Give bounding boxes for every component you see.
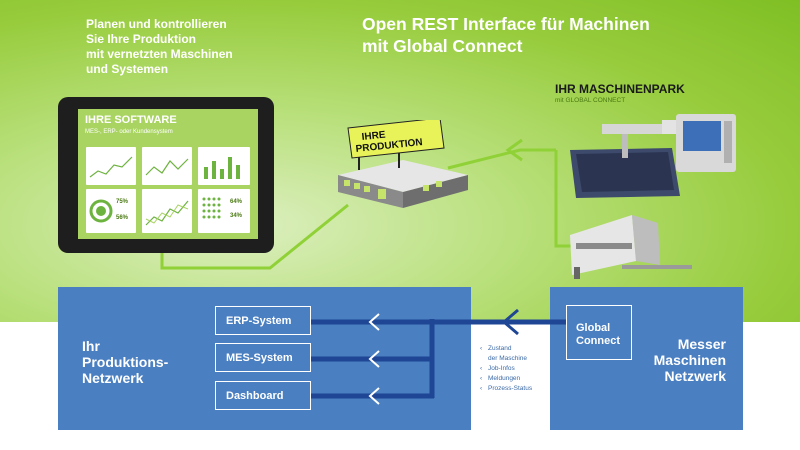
dashboard-chart-card <box>86 147 136 185</box>
label-line: Messer <box>677 336 726 352</box>
kpi-value: 75% <box>116 199 129 205</box>
headline: Open REST Interface für Machinen mit Glo… <box>362 13 650 57</box>
intro-text: Planen und kontrollieren Sie Ihre Produk… <box>86 17 306 77</box>
headline-line: mit Global Connect <box>362 36 523 56</box>
data-items-list: ‹Zustand der Maschine ‹Job-Infos ‹Meldun… <box>480 344 532 394</box>
dashboard-box: Dashboard <box>215 381 311 410</box>
global-connect-box: Global Connect <box>566 305 632 360</box>
headline-line: Open REST Interface für Machinen <box>362 14 650 34</box>
cutting-machine-illustration <box>570 114 736 198</box>
list-item: ‹Job-Infos <box>480 365 515 372</box>
kpi-value: 34% <box>230 213 243 219</box>
dashboard-label: Dashboard <box>226 389 284 402</box>
factory-illustration: IHRE PRODUKTION <box>338 120 468 208</box>
list-item: ‹Meldungen <box>480 375 521 382</box>
chevron-left-icon: ‹ <box>480 365 483 372</box>
erp-system-label: ERP-System <box>226 314 292 327</box>
factory-sign-line: IHRE <box>361 130 386 143</box>
dashboard-bar-card <box>198 147 250 185</box>
kpi-value: 64% <box>230 199 243 205</box>
intro-line: Sie Ihre Produktion <box>86 32 197 46</box>
software-title: IHRE SOFTWARE <box>85 114 177 126</box>
label-line: Maschinen <box>653 352 726 368</box>
gc-line: Connect <box>576 335 620 347</box>
intro-line: mit vernetzten Maschinen <box>86 47 233 61</box>
intro-line: Planen und kontrollieren <box>86 17 227 31</box>
mes-system-label: MES-System <box>226 351 293 364</box>
machine-network-label: Messer Maschinen Netzwerk <box>644 336 726 384</box>
tablet-illustration: IHRE SOFTWARE MES-, ERP- oder Kundensyst… <box>58 97 274 253</box>
erp-system-box: ERP-System <box>215 306 311 335</box>
label-line: Produktions- <box>82 354 169 370</box>
mes-system-box: MES-System <box>215 343 311 372</box>
chevron-left-icon: ‹ <box>480 375 483 382</box>
gc-line: Global <box>576 322 611 334</box>
machine-park-title: IHR MASCHINENPARK <box>555 82 685 96</box>
chevron-left-icon: ‹ <box>480 345 483 352</box>
dashboard-chart-card <box>142 189 192 233</box>
dashboard-kpi-card: 75% 56% <box>86 189 136 233</box>
list-item: ‹Zustand <box>480 345 512 352</box>
list-item: ‹Prozess-Status <box>480 385 533 392</box>
machine-park-subtitle: mit GLOBAL CONNECT <box>555 97 626 104</box>
tablet-screen: IHRE SOFTWARE MES-, ERP- oder Kundensyst… <box>78 109 258 239</box>
list-item-continuation: der Maschine <box>488 355 528 362</box>
chevron-left-icon: ‹ <box>480 385 483 392</box>
label-line: Ihr <box>82 338 100 354</box>
intro-line: und Systemen <box>86 62 169 76</box>
label-line: Netzwerk <box>664 368 726 384</box>
label-line: Netzwerk <box>82 370 144 386</box>
production-network-label: Ihr Produktions- Netzwerk <box>82 338 168 386</box>
press-brake-illustration <box>570 215 692 279</box>
dashboard-chart-card <box>142 147 192 185</box>
kpi-value: 56% <box>116 215 129 221</box>
dashboard-kpi-card: 64% 34% <box>198 189 250 233</box>
software-subtitle: MES-, ERP- oder Kundensystem <box>85 129 173 135</box>
